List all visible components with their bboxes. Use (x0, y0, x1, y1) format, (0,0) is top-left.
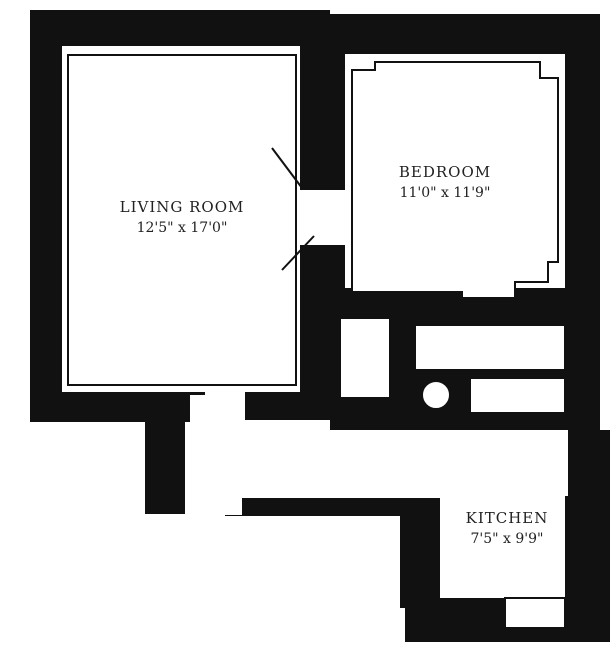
kitchen-cabinet-x2 (409, 544, 436, 571)
living-room-top-wall (30, 10, 330, 46)
closet-floor (339, 317, 391, 399)
bedroom-label: BEDROOM (399, 163, 491, 181)
bedroom-right-wall (565, 14, 600, 324)
living-room-floor (67, 54, 297, 386)
labels: LIVING ROOM 12'5" x 17'0" BEDROOM 11'0" … (120, 163, 549, 547)
bedroom-floor (351, 61, 559, 299)
bedroom-top-wall (300, 14, 595, 54)
living-room-label: LIVING ROOM (120, 198, 245, 216)
kitchen-dimensions: 7'5" x 9'9" (470, 531, 543, 547)
bedroom-dimensions: 11'0" x 11'9" (400, 185, 491, 201)
kitchen-cabinet-x1 (409, 519, 436, 546)
bedroom-door-upper (271, 147, 303, 189)
kitchen-counter (504, 597, 566, 629)
bedroom-door-lower (281, 235, 315, 271)
kitchen-floor (445, 470, 563, 594)
living-bottom-right-wall (245, 392, 345, 420)
living-room-left-wall (30, 10, 62, 422)
entry-stub-wall (145, 392, 185, 514)
doors (271, 147, 436, 571)
kitchen-left-wall (400, 498, 440, 608)
floors (67, 54, 568, 629)
bathtub (414, 324, 566, 371)
sink (469, 377, 566, 414)
toilet (421, 380, 451, 410)
middle-wall-upper (300, 40, 345, 190)
living-room-dimensions: 12'5" x 17'0" (137, 220, 228, 236)
kitchen-top-wall (225, 498, 425, 516)
hallway-link (190, 395, 242, 515)
kitchen-label: KITCHEN (466, 509, 549, 527)
